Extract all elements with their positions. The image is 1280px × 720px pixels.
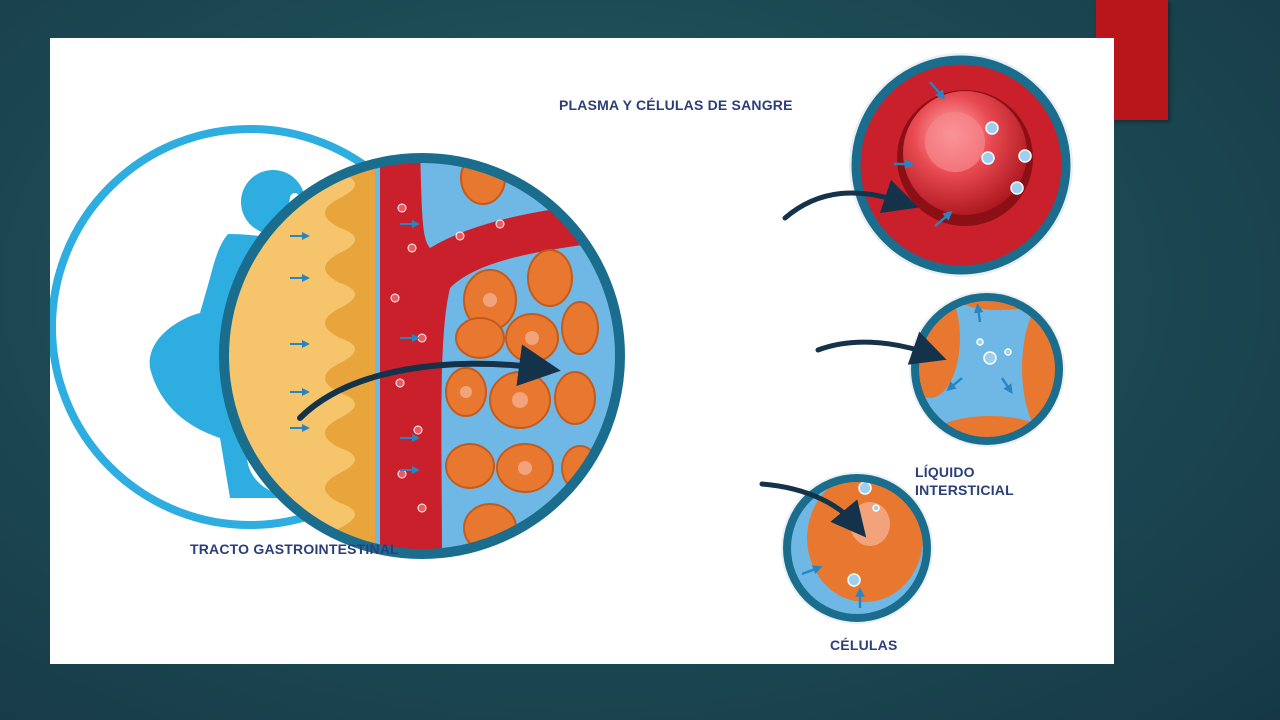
red-blood-cell-icon — [897, 90, 1033, 226]
blood-vessel — [380, 158, 620, 554]
villi — [325, 158, 375, 554]
interstitial-circle — [909, 291, 1065, 447]
arrow-gi-to-plasma — [297, 344, 561, 421]
arrow-plasma-to-interstitial — [815, 331, 947, 365]
arrow-plasma-to-rbc — [782, 179, 919, 221]
label-interstitial-line2: INTERSTICIAL — [915, 482, 1014, 498]
label-interstitial-line1: LÍQUIDO — [915, 464, 975, 480]
slide-panel: TRACTO GASTROINTESTINAL PLASMA Y CÉLULAS… — [50, 38, 1114, 664]
label-gi-tract: TRACTO GASTROINTESTINAL — [190, 541, 399, 557]
arrow-plasma-to-cells — [759, 481, 867, 538]
hydration-diagram — [50, 53, 1073, 624]
cells-circle — [781, 472, 933, 624]
label-cells: CÉLULAS — [830, 637, 898, 653]
label-plasma: PLASMA Y CÉLULAS DE SANGRE — [559, 97, 793, 113]
flow-arrows — [297, 179, 947, 538]
red-blood-cell-circle — [849, 53, 1073, 277]
